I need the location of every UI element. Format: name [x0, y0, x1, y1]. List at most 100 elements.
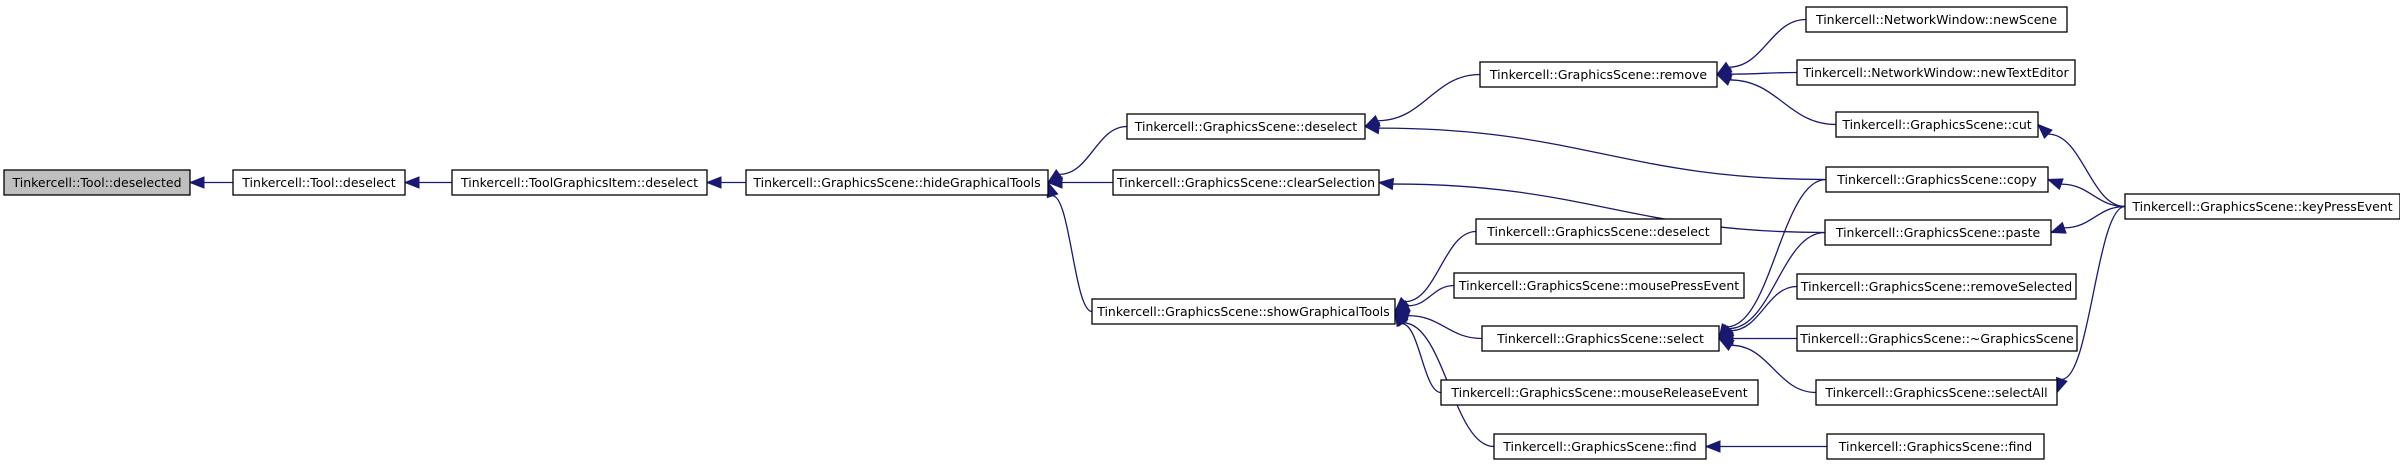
arrowhead-icon — [1715, 73, 1733, 86]
edge-line — [1052, 195, 1093, 313]
edge-line — [1730, 285, 1798, 332]
edge-n17-to-n5 — [1377, 177, 1826, 234]
node-label: Tinkercell::GraphicsScene::mousePressEve… — [1458, 278, 1739, 293]
node-box — [1825, 166, 2049, 193]
node-box — [1826, 433, 2045, 460]
node-n9[interactable]: Tinkercell::GraphicsScene::deselect — [1475, 218, 1722, 245]
node-n21[interactable]: Tinkercell::GraphicsScene::find — [1826, 433, 2045, 460]
node-label: Tinkercell::GraphicsScene::keyPressEvent — [2131, 199, 2392, 214]
node-label: Tinkercell::Tool::deselected — [11, 175, 181, 190]
edge-n2-to-n1 — [403, 176, 452, 189]
node-box — [1815, 379, 2058, 406]
edge-line — [2061, 183, 2126, 208]
node-n15[interactable]: Tinkercell::NetworkWindow::newTextEditor — [1796, 59, 2076, 86]
node-n11[interactable]: Tinkercell::GraphicsScene::select — [1481, 325, 1720, 352]
arrowhead-icon — [1704, 440, 1721, 453]
node-label: Tinkercell::GraphicsScene::select — [1496, 331, 1704, 346]
node-box — [1796, 59, 2076, 86]
node-label: Tinkercell::GraphicsScene::selectAll — [1824, 385, 2047, 400]
edge-n21-to-n13 — [1704, 440, 1828, 453]
node-n10[interactable]: Tinkercell::GraphicsScene::mousePressEve… — [1453, 272, 1745, 299]
edge-line — [1407, 284, 1455, 307]
edge-n13-to-n6 — [1394, 310, 1495, 448]
edge-n9-to-n6 — [1394, 230, 1477, 313]
node-n14[interactable]: Tinkercell::NetworkWindow::newScene — [1805, 6, 2068, 33]
edge-n5-to-n3 — [1046, 176, 1113, 189]
node-n1[interactable]: Tinkercell::Tool::deselect — [232, 169, 406, 196]
node-box — [232, 169, 406, 196]
node-n18[interactable]: Tinkercell::GraphicsScene::removeSelecte… — [1796, 273, 2077, 300]
node-label: Tinkercell::GraphicsScene::showGraphical… — [1096, 304, 1390, 319]
node-box — [745, 169, 1049, 196]
edge-n11-to-n6 — [1393, 309, 1483, 340]
arrowhead-icon — [1046, 176, 1063, 189]
edge-n16-to-n7 — [1715, 73, 1837, 126]
node-box — [1453, 272, 1745, 299]
node-label: Tinkercell::NetworkWindow::newScene — [1815, 12, 2057, 27]
node-box — [451, 169, 708, 196]
node-n0[interactable]: Tinkercell::Tool::deselected — [3, 169, 191, 196]
edge-layer — [188, 18, 2126, 453]
node-n20[interactable]: Tinkercell::GraphicsScene::selectAll — [1815, 379, 2058, 406]
edge-line — [2061, 205, 2126, 381]
node-label: Tinkercell::GraphicsScene::find — [1838, 439, 2032, 454]
edge-n20-to-n11 — [1717, 337, 1817, 394]
node-box — [1835, 111, 2039, 138]
node-label: Tinkercell::GraphicsScene::deselect — [1486, 224, 1710, 239]
edge-line — [1726, 178, 1827, 328]
edge-line — [2048, 133, 2126, 208]
node-n19[interactable]: Tinkercell::GraphicsScene::~GraphicsScen… — [1796, 325, 2078, 352]
arrowhead-icon — [2037, 123, 2053, 139]
arrowhead-icon — [1717, 337, 1735, 351]
node-n16[interactable]: Tinkercell::GraphicsScene::cut — [1835, 111, 2039, 138]
edge-n7-to-n4 — [1363, 73, 1481, 128]
arrowhead-icon — [1394, 310, 1409, 327]
edge-line — [1377, 73, 1481, 122]
arrowhead-icon — [2056, 376, 2068, 394]
node-label: Tinkercell::Tool::deselect — [241, 175, 395, 190]
node-label: Tinkercell::GraphicsScene::removeSelecte… — [1800, 279, 2072, 294]
edge-n22-to-n8 — [2046, 178, 2126, 208]
node-label: Tinkercell::GraphicsScene::clearSelectio… — [1116, 175, 1375, 190]
edge-n6-to-n3 — [1046, 181, 1093, 313]
node-n17[interactable]: Tinkercell::GraphicsScene::paste — [1824, 219, 2052, 246]
node-n6[interactable]: Tinkercell::GraphicsScene::showGraphical… — [1091, 298, 1396, 325]
node-n3[interactable]: Tinkercell::GraphicsScene::hideGraphical… — [745, 169, 1049, 196]
node-n13[interactable]: Tinkercell::GraphicsScene::find — [1493, 433, 1707, 460]
edge-line — [1392, 183, 1826, 234]
edge-line — [1378, 127, 1827, 181]
node-n5[interactable]: Tinkercell::GraphicsScene::clearSelectio… — [1112, 169, 1380, 196]
edge-line — [1730, 71, 1798, 75]
node-box — [1091, 298, 1396, 325]
node-label: Tinkercell::GraphicsScene::cut — [1841, 117, 2031, 132]
node-box — [1475, 218, 1722, 245]
node-box — [2124, 193, 2400, 220]
node-label: Tinkercell::GraphicsScene::remove — [1489, 67, 1707, 82]
node-box — [1796, 273, 2077, 300]
arrowhead-icon — [2049, 221, 2067, 234]
edge-line — [1408, 315, 1483, 340]
node-n22[interactable]: Tinkercell::GraphicsScene::keyPressEvent — [2124, 193, 2400, 220]
node-box — [1479, 61, 1718, 88]
node-n7[interactable]: Tinkercell::GraphicsScene::remove — [1479, 61, 1718, 88]
edge-n10-to-n6 — [1393, 284, 1455, 313]
node-box — [1805, 6, 2068, 33]
edge-line — [1728, 231, 1826, 330]
edge-line — [1728, 18, 1807, 68]
edge-n8-to-n4 — [1363, 121, 1827, 181]
node-label: Tinkercell::NetworkWindow::newTextEditor — [1802, 65, 2069, 80]
node-label: Tinkercell::GraphicsScene::mouseReleaseE… — [1450, 385, 1747, 400]
edge-n14-to-n7 — [1715, 18, 1807, 76]
node-n12[interactable]: Tinkercell::GraphicsScene::mouseReleaseE… — [1440, 379, 1759, 406]
node-label: Tinkercell::GraphicsScene::deselect — [1134, 119, 1358, 134]
edge-line — [1729, 79, 1837, 126]
node-box — [1796, 325, 2078, 352]
node-n8[interactable]: Tinkercell::GraphicsScene::copy — [1825, 166, 2049, 193]
arrowhead-icon — [188, 176, 205, 189]
node-n4[interactable]: Tinkercell::GraphicsScene::deselect — [1126, 113, 1366, 140]
node-box — [1824, 219, 2052, 246]
node-box — [1112, 169, 1380, 196]
node-label: Tinkercell::GraphicsScene::find — [1502, 439, 1696, 454]
node-n2[interactable]: Tinkercell::ToolGraphicsItem::deselect — [451, 169, 708, 196]
